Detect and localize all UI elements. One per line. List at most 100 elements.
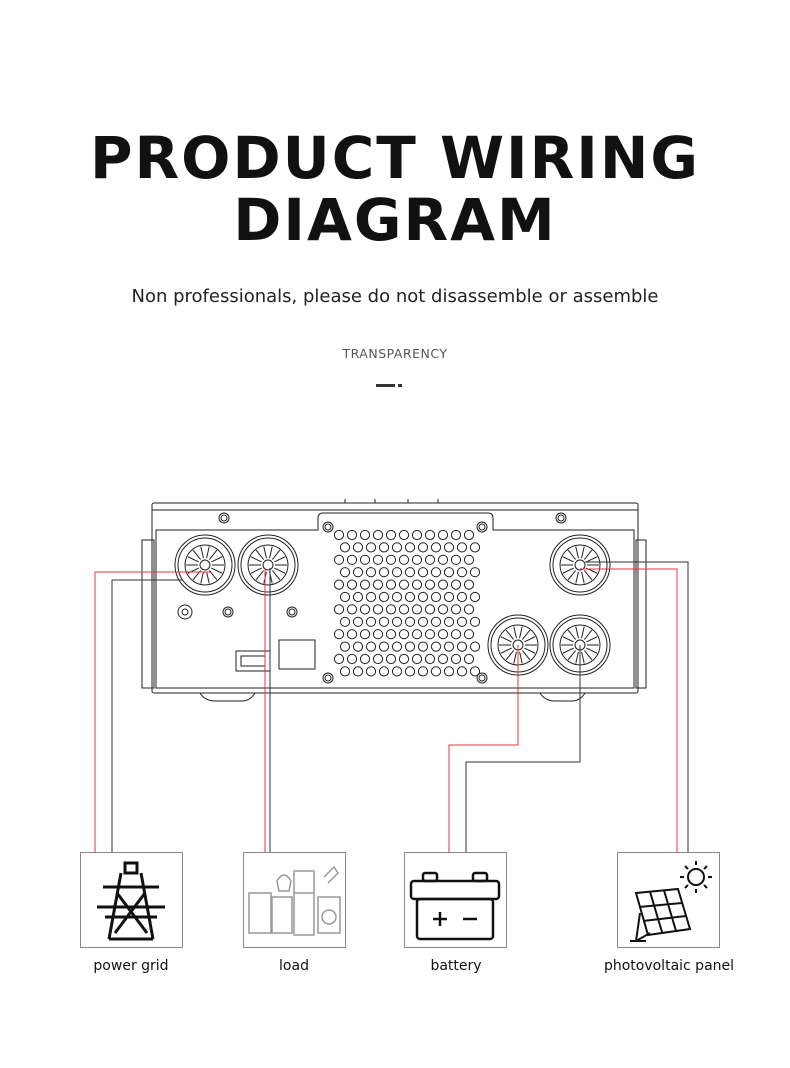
vent-hole (404, 641, 416, 652)
vent-hole (443, 567, 455, 578)
cable-gland (237, 534, 299, 596)
vent-hole (404, 616, 416, 627)
vent-hole (430, 616, 442, 627)
vent-hole (372, 529, 384, 541)
vent-hole (333, 554, 345, 565)
vent-hole (365, 591, 377, 603)
vent-hole (424, 629, 436, 640)
vent-hole (424, 653, 436, 665)
vent-hole (352, 567, 364, 578)
appliances-icon (248, 865, 341, 936)
vent-hole (398, 529, 410, 541)
grid-neutral-wire (111, 579, 182, 852)
screw (218, 512, 230, 524)
vent-hole (365, 616, 377, 627)
vent-hole (469, 641, 481, 652)
vent-hole (391, 542, 403, 553)
vent-hole (411, 629, 423, 640)
vent-hole (450, 579, 462, 590)
vent-hole (424, 554, 436, 565)
vent-hole (365, 666, 377, 677)
vent-hole (352, 542, 364, 553)
vent-hole (391, 641, 403, 652)
vent-hole (378, 542, 390, 553)
power-grid-box (80, 852, 183, 948)
vent-hole (417, 641, 429, 652)
vent-hole (333, 629, 345, 640)
vent-hole (443, 666, 455, 677)
vent-hole (352, 666, 364, 677)
vent-hole (424, 604, 436, 615)
vent-hole (378, 616, 390, 627)
vent-hole (411, 579, 423, 590)
vent-hole (404, 542, 416, 553)
vent-hole (417, 542, 429, 553)
vent-hole (417, 567, 429, 578)
vent-hole (398, 579, 410, 590)
vent-hole (398, 629, 410, 640)
vent-hole (463, 629, 475, 640)
fan-vent-grille (333, 529, 481, 677)
vent-hole (450, 604, 462, 615)
vent-hole (463, 579, 475, 590)
vent-hole (417, 591, 429, 603)
vent-hole (346, 529, 358, 541)
vent-hole (404, 567, 416, 578)
section-label: TRANSPARENCY (342, 346, 448, 361)
vent-hole (339, 591, 351, 603)
vent-hole (456, 591, 468, 603)
vent-hole (372, 629, 384, 640)
vent-hole (417, 616, 429, 627)
vent-hole (430, 641, 442, 652)
transmission-tower-icon (97, 861, 165, 941)
vent-hole (346, 554, 358, 565)
vent-hole (469, 542, 481, 553)
inverter-rear-panel (141, 499, 647, 702)
vent-hole (424, 579, 436, 590)
subtitle: Non professionals, please do not disasse… (131, 286, 659, 307)
vent-hole (378, 666, 390, 677)
pv-positive-wire (580, 568, 678, 852)
vent-hole (359, 653, 371, 665)
vent-hole (430, 542, 442, 553)
vent-hole (404, 666, 416, 677)
screw (286, 606, 298, 618)
divider-dot (398, 384, 402, 387)
vent-hole (437, 554, 449, 565)
wires (94, 561, 689, 852)
vent-hole (365, 567, 377, 578)
vent-hole (437, 604, 449, 615)
vent-hole (385, 653, 397, 665)
battery-icon (409, 871, 501, 941)
vent-hole (385, 529, 397, 541)
vent-hole (372, 579, 384, 590)
vent-hole (391, 616, 403, 627)
vent-hole (437, 529, 449, 541)
vent-hole (339, 567, 351, 578)
vent-hole (346, 604, 358, 615)
vent-hole (385, 604, 397, 615)
vent-hole (352, 591, 364, 603)
vent-hole (469, 567, 481, 578)
cable-gland (549, 534, 611, 596)
grid-live-wire (94, 571, 210, 852)
vent-hole (346, 653, 358, 665)
vent-hole (372, 653, 384, 665)
screw (222, 606, 234, 618)
vent-hole (365, 641, 377, 652)
vent-hole (398, 653, 410, 665)
vent-hole (450, 653, 462, 665)
vent-hole (339, 666, 351, 677)
vent-hole (359, 604, 371, 615)
vent-hole (456, 542, 468, 553)
vent-hole (385, 554, 397, 565)
vent-hole (443, 591, 455, 603)
vent-hole (443, 542, 455, 553)
vent-hole (346, 579, 358, 590)
vent-hole (417, 666, 429, 677)
vent-hole (398, 604, 410, 615)
solar-panel-icon (630, 861, 712, 942)
vent-hole (359, 629, 371, 640)
vent-hole (443, 641, 455, 652)
